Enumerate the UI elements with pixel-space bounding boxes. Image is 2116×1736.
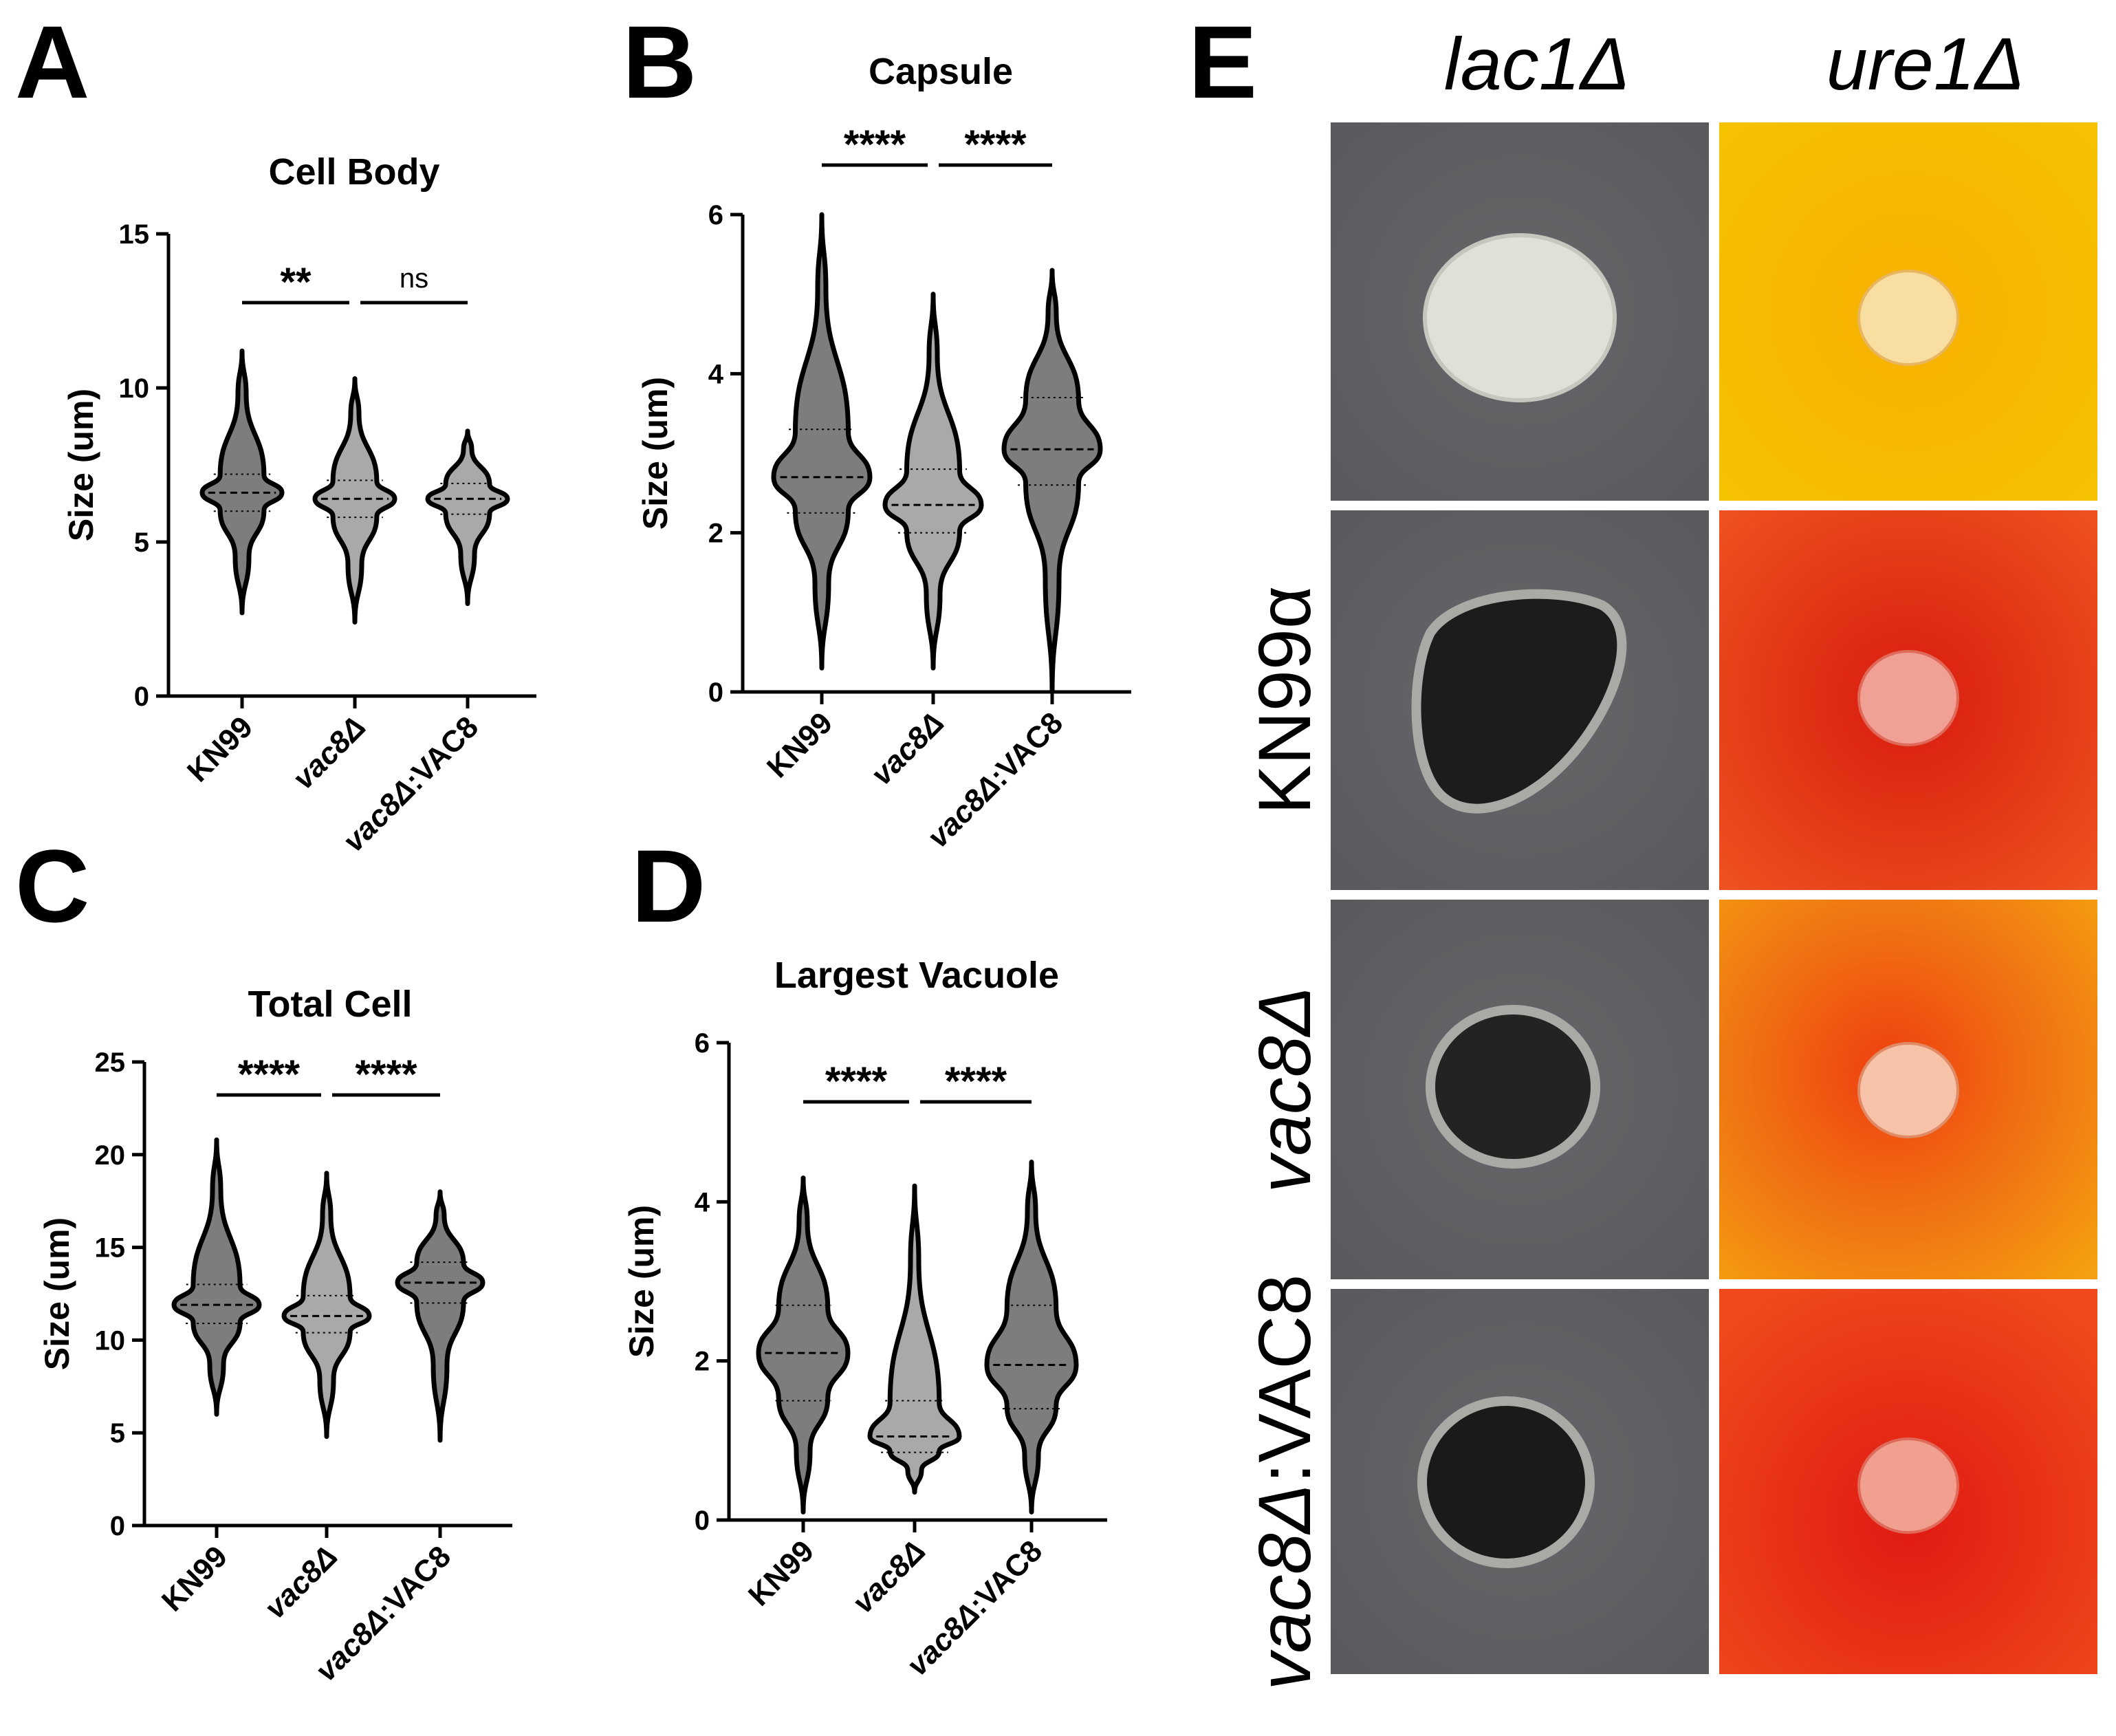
y-tick-label: 4: [708, 359, 724, 389]
chart-title: Capsule: [869, 51, 1013, 92]
colony-white: [1423, 233, 1617, 402]
chart-title: Total Cell: [248, 984, 412, 1025]
y-tick-label: 0: [110, 1511, 125, 1541]
panel-label-e: E: [1188, 4, 1257, 120]
column-header-ure1: ure1Δ: [1826, 22, 2025, 105]
x-tick-label: vac8Δ: [286, 710, 372, 796]
significance-label: **: [280, 260, 312, 305]
colony-dark-kn99: [1411, 589, 1627, 814]
y-tick-label: 15: [95, 1233, 126, 1263]
violin: [281, 1171, 372, 1440]
violin: [199, 348, 285, 616]
y-tick-label: 2: [708, 519, 723, 549]
violin: [171, 1137, 262, 1417]
y-tick-label: 6: [695, 1028, 710, 1059]
significance-label: ****: [355, 1052, 417, 1097]
x-tick-label: KN99: [155, 1539, 234, 1618]
y-tick-label: 10: [95, 1325, 126, 1356]
x-tick-label: vac8Δ: [864, 706, 950, 792]
y-tick-label: 20: [95, 1140, 126, 1171]
significance-label: ****: [945, 1059, 1007, 1104]
y-tick-label: 0: [708, 677, 723, 708]
violin: [756, 1175, 851, 1515]
y-tick-label: 5: [134, 528, 149, 558]
row-label-vac8-vac8: vac8Δ:VAC8: [1243, 1274, 1326, 1691]
row-label-kn99: KN99α: [1243, 586, 1326, 815]
violin: [867, 1183, 962, 1495]
panel-label-a: A: [15, 4, 89, 120]
y-axis-label: Size (um): [636, 377, 675, 530]
plate-grid: lac1Δ ure1Δ KN99α vac8Δ vac8Δ:VAC8: [1243, 22, 2097, 1690]
y-tick-label: 4: [695, 1187, 710, 1217]
significance-label: ****: [964, 122, 1027, 167]
x-tick-label: vac8Δ: [846, 1534, 932, 1620]
violin: [395, 1189, 486, 1443]
violin: [425, 428, 510, 607]
x-tick-label: KN99: [181, 710, 259, 788]
y-tick-label: 5: [110, 1418, 125, 1449]
colony-ure1-kn99: [1857, 650, 1959, 746]
y-axis-label: Size (um): [622, 1205, 661, 1358]
chart-title: Cell Body: [268, 151, 439, 193]
panel-label-b: B: [622, 4, 697, 120]
colony-ure1-vac8: [1857, 1042, 1959, 1138]
y-tick-label: 0: [695, 1506, 710, 1536]
y-tick-label: 2: [695, 1347, 710, 1377]
violin: [1001, 268, 1103, 695]
x-tick-label: KN99: [742, 1534, 820, 1612]
chart-title: Largest Vacuole: [774, 955, 1059, 996]
y-tick-label: 6: [708, 200, 723, 230]
significance-label: ****: [844, 122, 906, 167]
violin: [312, 376, 397, 625]
colony-ure1-row0: [1857, 270, 1959, 366]
significance-label: ****: [238, 1052, 301, 1097]
x-tick-label: vac8Δ: [258, 1539, 344, 1625]
row-label-vac8: vac8Δ: [1243, 986, 1326, 1193]
violin: [984, 1160, 1079, 1515]
violin: [882, 292, 984, 671]
y-axis-label: Size (um): [38, 1217, 76, 1370]
colony-dark-vac8-vac8: [1417, 1396, 1595, 1568]
colony-dark-vac8: [1426, 1005, 1600, 1169]
y-tick-label: 25: [95, 1048, 126, 1078]
significance-label: ****: [825, 1059, 888, 1104]
violin: [771, 212, 873, 671]
significance-label: ns: [400, 263, 428, 294]
panel-label-c: C: [15, 828, 89, 944]
y-tick-label: 10: [119, 373, 150, 404]
y-tick-label: 0: [134, 682, 149, 712]
y-axis-label: Size (um): [62, 389, 100, 541]
panel-label-d: D: [631, 828, 706, 944]
y-tick-label: 15: [119, 219, 150, 250]
colony-ure1-vac8-vac8: [1857, 1437, 1959, 1534]
x-tick-label: KN99: [761, 706, 839, 784]
column-header-lac1: lac1Δ: [1444, 22, 1630, 105]
